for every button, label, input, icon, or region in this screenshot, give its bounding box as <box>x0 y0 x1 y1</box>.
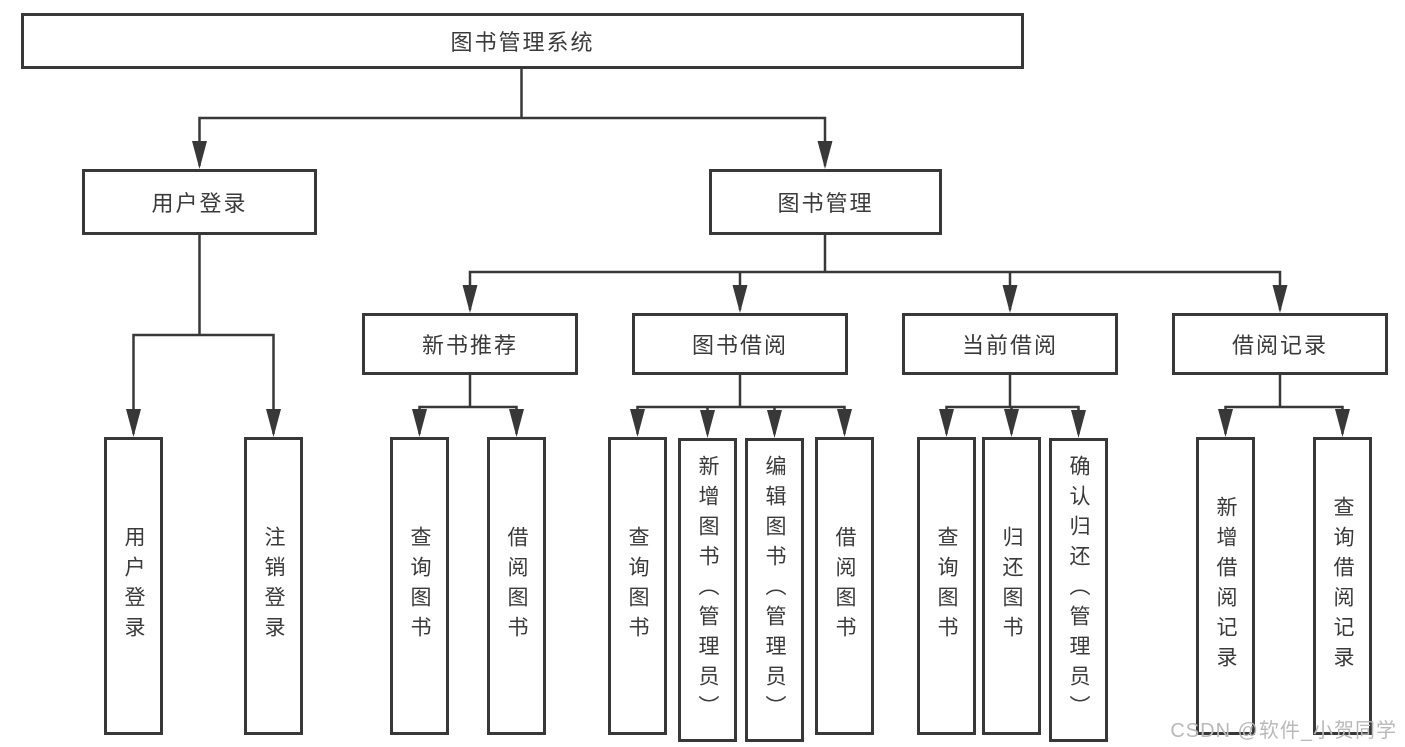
leaf-borrow-books: 借阅图书 <box>815 437 874 735</box>
node-book-management: 图书管理 <box>709 169 942 235</box>
leaf-add-borrow-record: 新增借阅记录 <box>1196 437 1255 735</box>
node-label: 图书管理系统 <box>450 30 595 55</box>
arrowhead <box>509 409 524 437</box>
leaf-logout: 注销登录 <box>244 437 303 735</box>
node-label: 借阅记录 <box>1231 333 1328 358</box>
leaf-label: 注销登录 <box>262 526 285 646</box>
node-book-borrowing: 图书借阅 <box>632 313 848 375</box>
arrowhead <box>1004 409 1019 437</box>
arrowhead <box>462 285 478 313</box>
arrowhead <box>192 141 207 169</box>
node-label: 图书管理 <box>777 191 874 216</box>
node-new-book-recommendation: 新书推荐 <box>362 313 578 375</box>
arrowhead <box>1071 410 1086 438</box>
leaf-label: 查询图书 <box>626 526 649 646</box>
leaf-label: 借阅图书 <box>833 526 856 646</box>
node-label: 当前借阅 <box>961 333 1058 358</box>
arrowhead <box>767 410 782 438</box>
node-user-login: 用户登录 <box>82 169 317 235</box>
arrowhead <box>817 141 833 169</box>
leaf-return-book: 归还图书 <box>982 437 1041 735</box>
arrowhead <box>732 285 748 313</box>
node-current-borrowing: 当前借阅 <box>902 313 1118 375</box>
leaf-label: 新增借阅记录 <box>1214 496 1237 676</box>
leaf-user-login: 用户登录 <box>104 437 163 735</box>
arrowhead <box>266 409 281 437</box>
leaf-label: 查询图书 <box>408 526 431 646</box>
arrowhead <box>630 409 645 437</box>
leaf-label: 查询图书 <box>935 526 958 646</box>
connector-edges <box>132 69 1344 434</box>
arrowhead <box>1335 409 1350 437</box>
node-label: 图书借阅 <box>691 333 788 358</box>
leaf-borrow-books-recommend: 借阅图书 <box>487 437 546 735</box>
leaf-label: 编辑图书（管理员） <box>763 455 786 725</box>
node-label: 用户登录 <box>151 191 248 216</box>
leaf-query-books-recommend: 查询图书 <box>390 437 449 735</box>
arrowhead <box>1218 409 1233 437</box>
leaf-label: 新增图书（管理员） <box>696 455 719 725</box>
leaf-label: 用户登录 <box>122 526 145 646</box>
arrowheads <box>126 141 1350 438</box>
arrowhead <box>1002 285 1018 313</box>
leaf-label: 归还图书 <box>1000 526 1023 646</box>
arrowhead <box>1272 285 1288 313</box>
leaf-query-borrow-record: 查询借阅记录 <box>1313 437 1372 735</box>
node-library-management-system: 图书管理系统 <box>21 13 1024 69</box>
leaf-label: 确认归还（管理员） <box>1067 455 1090 725</box>
leaf-query-books-borrowing: 查询图书 <box>608 437 667 735</box>
arrowhead <box>837 409 852 437</box>
arrowhead <box>939 409 954 437</box>
arrowhead <box>412 409 427 437</box>
csdn-watermark: CSDN @软件_小贺同学 <box>1170 720 1397 742</box>
leaf-label: 查询借阅记录 <box>1331 496 1354 676</box>
arrowhead <box>126 409 141 437</box>
node-label: 新书推荐 <box>421 333 518 358</box>
leaf-add-book-admin: 新增图书（管理员） <box>678 438 737 742</box>
leaf-confirm-return-admin: 确认归还（管理员） <box>1049 438 1108 742</box>
leaf-label: 借阅图书 <box>505 526 528 646</box>
leaf-query-books-current: 查询图书 <box>917 437 976 735</box>
node-borrowing-records: 借阅记录 <box>1172 313 1388 375</box>
arrowhead <box>700 410 715 438</box>
leaf-edit-book-admin: 编辑图书（管理员） <box>745 438 804 742</box>
